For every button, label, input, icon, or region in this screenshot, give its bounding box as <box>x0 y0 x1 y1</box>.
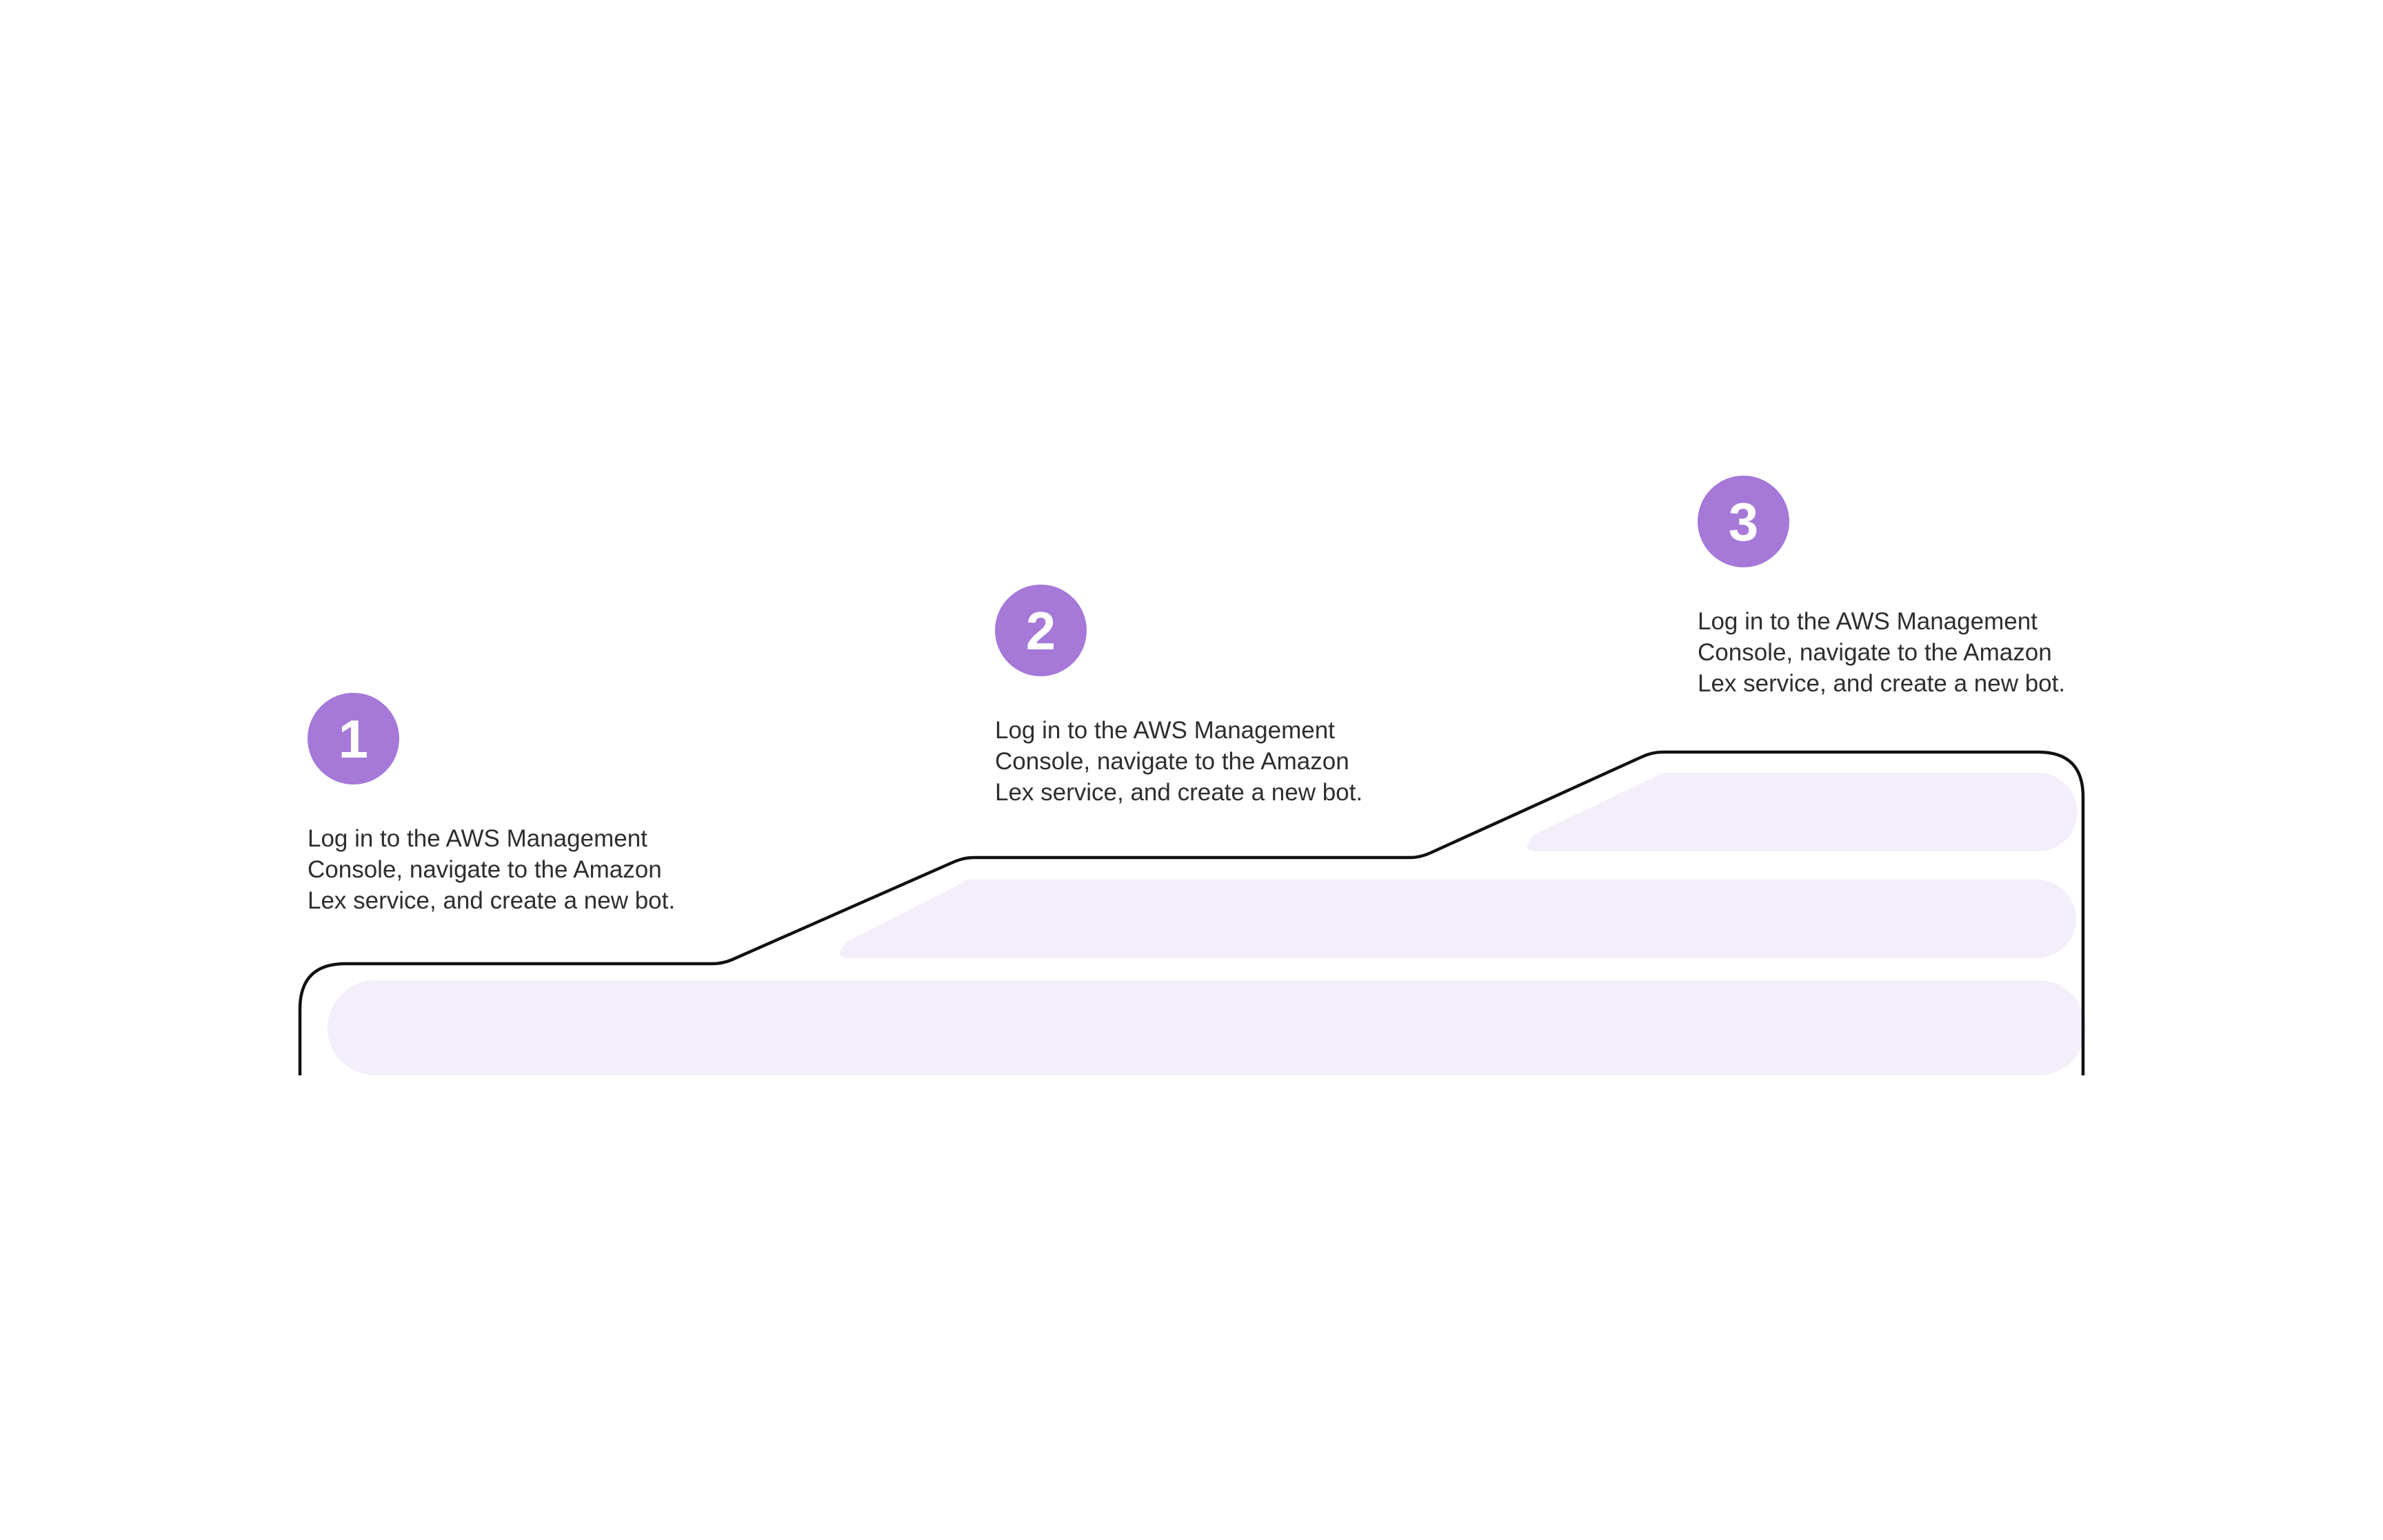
staircase-outline <box>298 750 2085 1075</box>
step-2-line-3: Lex service, and create a new bot. <box>995 779 1363 806</box>
step-1-line-2: Console, navigate to the Amazon <box>308 856 662 883</box>
step-2: 2 Log in to the AWS Management Console, … <box>995 585 1422 808</box>
step-1-number-badge: 1 <box>308 693 399 784</box>
step-1-line-1: Log in to the AWS Management <box>308 825 647 852</box>
step-2-number: 2 <box>1025 600 1056 661</box>
step-3-line-2: Console, navigate to the Amazon <box>1698 639 2052 666</box>
step-3-line-1: Log in to the AWS Management <box>1698 608 2038 635</box>
step-2-line-1: Log in to the AWS Management <box>995 717 1335 744</box>
step-3: 3 Log in to the AWS Management Console, … <box>1698 476 2125 699</box>
step-3-description: Log in to the AWS Management Console, na… <box>1698 606 2111 699</box>
step-2-description: Log in to the AWS Management Console, na… <box>995 715 1409 808</box>
step-2-band <box>839 880 2076 958</box>
step-1-description: Log in to the AWS Management Console, na… <box>308 823 721 916</box>
step-2-line-2: Console, navigate to the Amazon <box>995 748 1349 775</box>
step-1-band <box>328 980 2086 1075</box>
step-2-number-badge: 2 <box>995 585 1087 676</box>
step-3-number: 3 <box>1728 491 1759 552</box>
step-1-line-3: Lex service, and create a new bot. <box>308 887 676 914</box>
step-3-line-3: Lex service, and create a new bot. <box>1698 670 2066 697</box>
step-1: 1 Log in to the AWS Management Console, … <box>308 693 735 916</box>
step-3-number-badge: 3 <box>1698 476 1789 567</box>
step-3-band <box>1527 773 2078 851</box>
step-1-number: 1 <box>338 708 369 769</box>
